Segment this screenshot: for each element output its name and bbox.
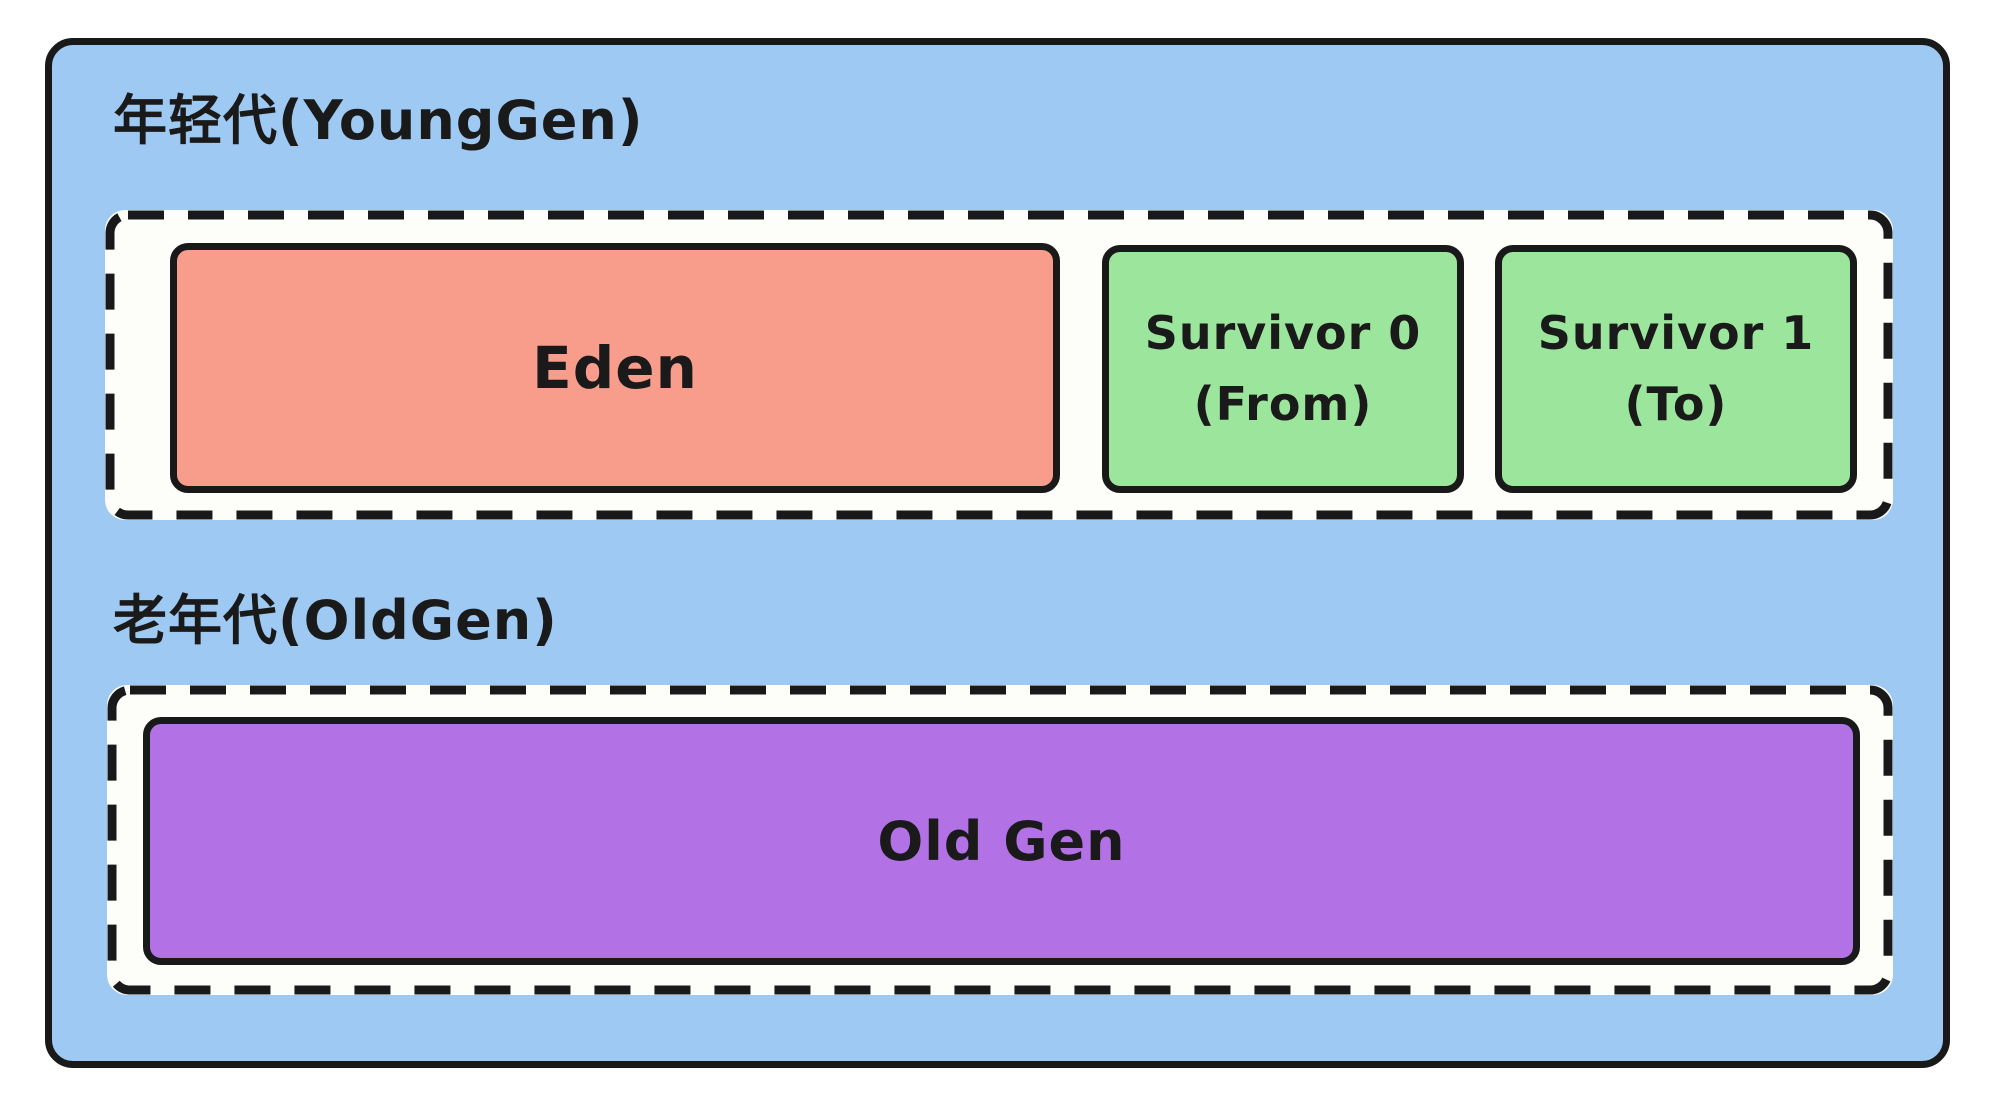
survivor1-box: Survivor 1 (To) — [1495, 245, 1857, 493]
eden-label: Eden — [532, 334, 698, 402]
survivor1-label-line2: (To) — [1624, 377, 1728, 431]
survivor1-label-line1: Survivor 1 — [1537, 305, 1815, 360]
younggen-title: 年轻代(YoungGen) — [113, 89, 644, 152]
heap-container: 年轻代(YoungGen) Eden Survivor 0 (From) Sur… — [45, 38, 1950, 1068]
survivor0-label-line2: (From) — [1193, 377, 1373, 431]
oldgen-title: 老年代(OldGen) — [113, 589, 558, 652]
survivor0-label-line1: Survivor 0 — [1144, 305, 1422, 360]
eden-box: Eden — [170, 243, 1060, 493]
oldgen-box: Old Gen — [143, 717, 1860, 965]
younggen-region: Eden Survivor 0 (From) Survivor 1 (To) — [105, 210, 1893, 520]
survivor0-box: Survivor 0 (From) — [1102, 245, 1464, 493]
oldgen-label: Old Gen — [877, 809, 1126, 873]
oldgen-region: Old Gen — [107, 685, 1893, 995]
